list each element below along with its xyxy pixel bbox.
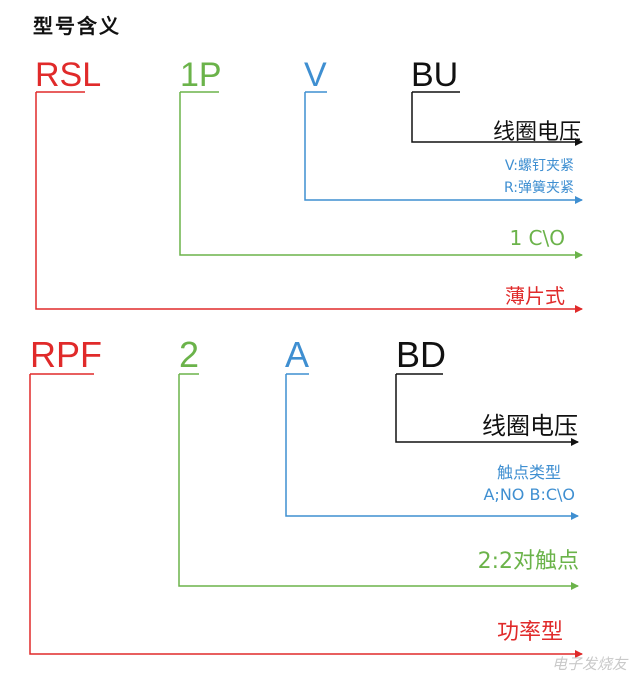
label-contact-type: 触点类型	[496, 463, 561, 482]
label-style-1: 薄片式	[505, 284, 565, 308]
v-connector	[304, 91, 582, 200]
page-title: 型号含义	[33, 14, 121, 38]
a-connector	[285, 373, 578, 516]
label-contacts-2: 2:2对触点	[477, 549, 579, 574]
bu-connector	[411, 91, 582, 142]
label-contacts-1: 1 C\O	[509, 226, 565, 250]
label-clamp-v: V:螺钉夹紧	[504, 158, 574, 174]
watermark-logo: 电子发烧友	[551, 655, 627, 673]
code-bd: BD	[396, 334, 447, 375]
label-contact-options: A;NO B:C\O	[483, 485, 575, 504]
bd-connector	[395, 373, 578, 442]
rsl-connector	[35, 91, 582, 309]
code-rpf: RPF	[30, 334, 102, 375]
code-2: 2	[179, 334, 200, 375]
code-a: A	[285, 334, 310, 375]
label-coil-voltage-2: 线圈电压	[482, 412, 578, 440]
code-rsl: RSL	[35, 56, 102, 94]
1p-connector	[179, 91, 582, 255]
label-style-2: 功率型	[496, 620, 563, 645]
code-1p: 1P	[180, 56, 222, 94]
code-bu: BU	[411, 56, 459, 94]
rpf-connector	[29, 373, 582, 654]
label-coil-voltage-1: 线圈电压	[492, 120, 581, 145]
label-clamp-r: R:弹簧夹紧	[503, 180, 574, 196]
code-v: V	[304, 56, 327, 94]
2-connector	[178, 373, 578, 586]
